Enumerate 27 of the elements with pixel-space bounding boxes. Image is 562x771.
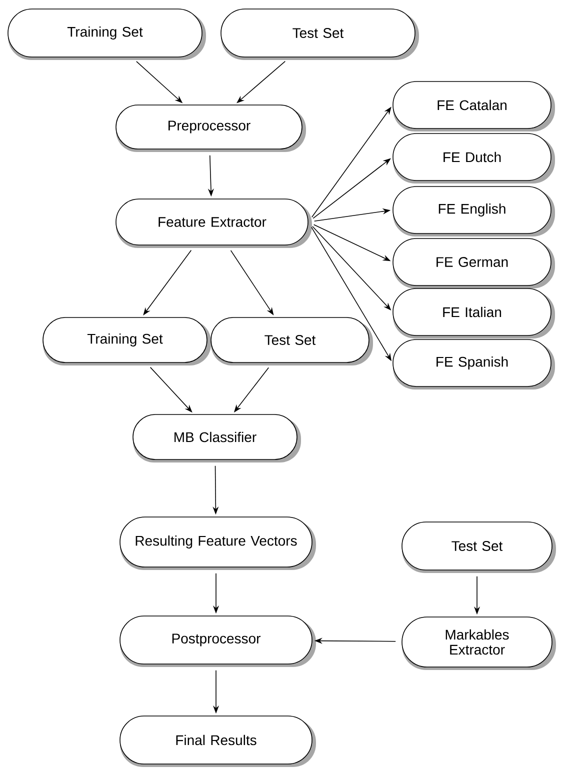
process-box: Feature Extractor	[116, 198, 308, 246]
process-box: FE Italian	[392, 288, 552, 336]
process-box: Resulting Feature Vectors	[120, 516, 312, 568]
process-box: Test Set	[402, 522, 552, 570]
process-box: Postprocessor	[120, 616, 312, 664]
process-box: Preprocessor	[116, 104, 302, 150]
node-label: Final Results	[176, 734, 256, 746]
process-box: FE Dutch	[392, 133, 552, 181]
node-label: FE Spanish	[436, 356, 508, 370]
process-box: Test Set	[220, 8, 416, 58]
process-box: FE English	[392, 186, 552, 234]
process-box: FE Spanish	[392, 339, 552, 387]
node-label: FE Catalan	[438, 100, 506, 110]
process-box: MB Classifier	[132, 414, 298, 460]
node-label: Markables Extractor	[446, 629, 509, 655]
process-box: FE German	[392, 238, 552, 286]
process-box: Test Set	[210, 317, 370, 363]
node-label: FE Dutch	[444, 152, 501, 162]
node-label: FE German	[436, 257, 508, 267]
node-label: FE English	[438, 203, 506, 217]
process-box: Final Results	[120, 716, 312, 764]
process-box: FE Catalan	[392, 81, 552, 129]
process-box: Training Set	[42, 317, 208, 363]
process-box: Training Set	[8, 8, 202, 58]
node-label: Test Set	[452, 541, 503, 551]
process-box: Markables Extractor	[402, 616, 552, 668]
node-label: FE Italian	[443, 306, 502, 318]
